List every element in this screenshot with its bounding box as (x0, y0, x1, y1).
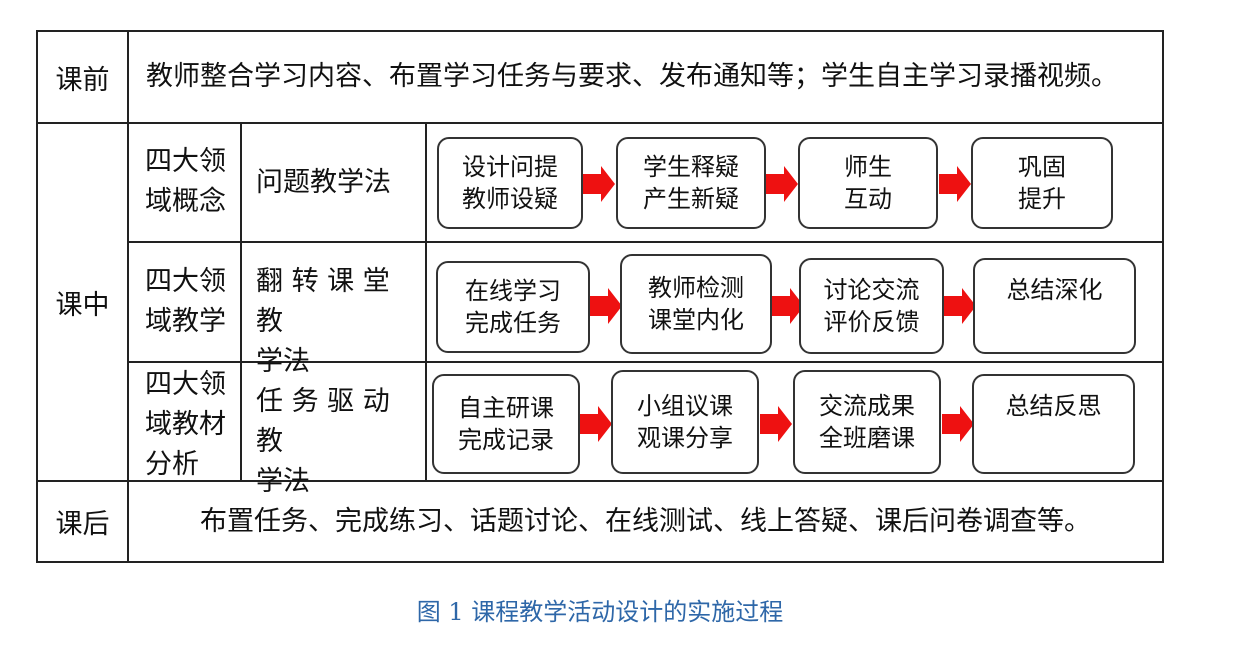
row2-method: 翻 转 课 堂 教 学法 (256, 266, 390, 377)
row3-arrow-2 (760, 406, 792, 442)
row3-arrow-3 (942, 406, 974, 442)
row2-step4: 总结深化 (973, 258, 1136, 354)
row2-arrow-1 (590, 288, 622, 324)
row1-arrow-3 (939, 166, 971, 202)
row3-step4: 总结反思 (972, 374, 1135, 474)
row1-domain: 四大领 域概念 (145, 146, 226, 217)
post-class-description: 布置任务、完成练习、话题讨论、在线测试、线上答疑、课后问卷调查等。 (200, 506, 1091, 537)
row2-domain: 四大领 域教学 (145, 266, 226, 337)
post-class-label: 课后 (55, 509, 110, 540)
row3-step1: 自主研课 完成记录 (432, 374, 580, 474)
figure-caption: 图 1 课程教学活动设计的实施过程 (416, 598, 784, 626)
row3-step3: 交流成果 全班磨课 (793, 370, 941, 474)
row3-arrow-1 (580, 406, 612, 442)
row1-step2: 学生释疑 产生新疑 (616, 137, 766, 229)
row1-step3: 师生 互动 (798, 137, 938, 229)
row3-step2: 小组议课 观课分享 (611, 370, 759, 474)
row3-domain: 四大领 域教材 分析 (145, 369, 226, 480)
row2-arrow-2 (772, 288, 804, 324)
row1-arrow-2 (766, 166, 798, 202)
row2-arrow-3 (944, 288, 976, 324)
in-class-label: 课中 (55, 289, 110, 321)
row3-method: 任 务 驱 动 教 学法 (256, 386, 390, 497)
row2-step3: 讨论交流 评价反馈 (799, 258, 944, 354)
row1-arrow-1 (583, 166, 615, 202)
row1-step1: 设计问提 教师设疑 (437, 137, 583, 229)
pre-class-description: 教师整合学习内容、布置学习任务与要求、发布通知等；学生自主学习录播视频。 (146, 61, 1118, 92)
row2-step1: 在线学习 完成任务 (436, 261, 590, 353)
row1-method: 问题教学法 (256, 167, 391, 198)
row2-step2: 教师检测 课堂内化 (620, 254, 772, 354)
pre-class-label: 课前 (55, 64, 110, 96)
row1-step4: 巩固 提升 (971, 137, 1113, 229)
